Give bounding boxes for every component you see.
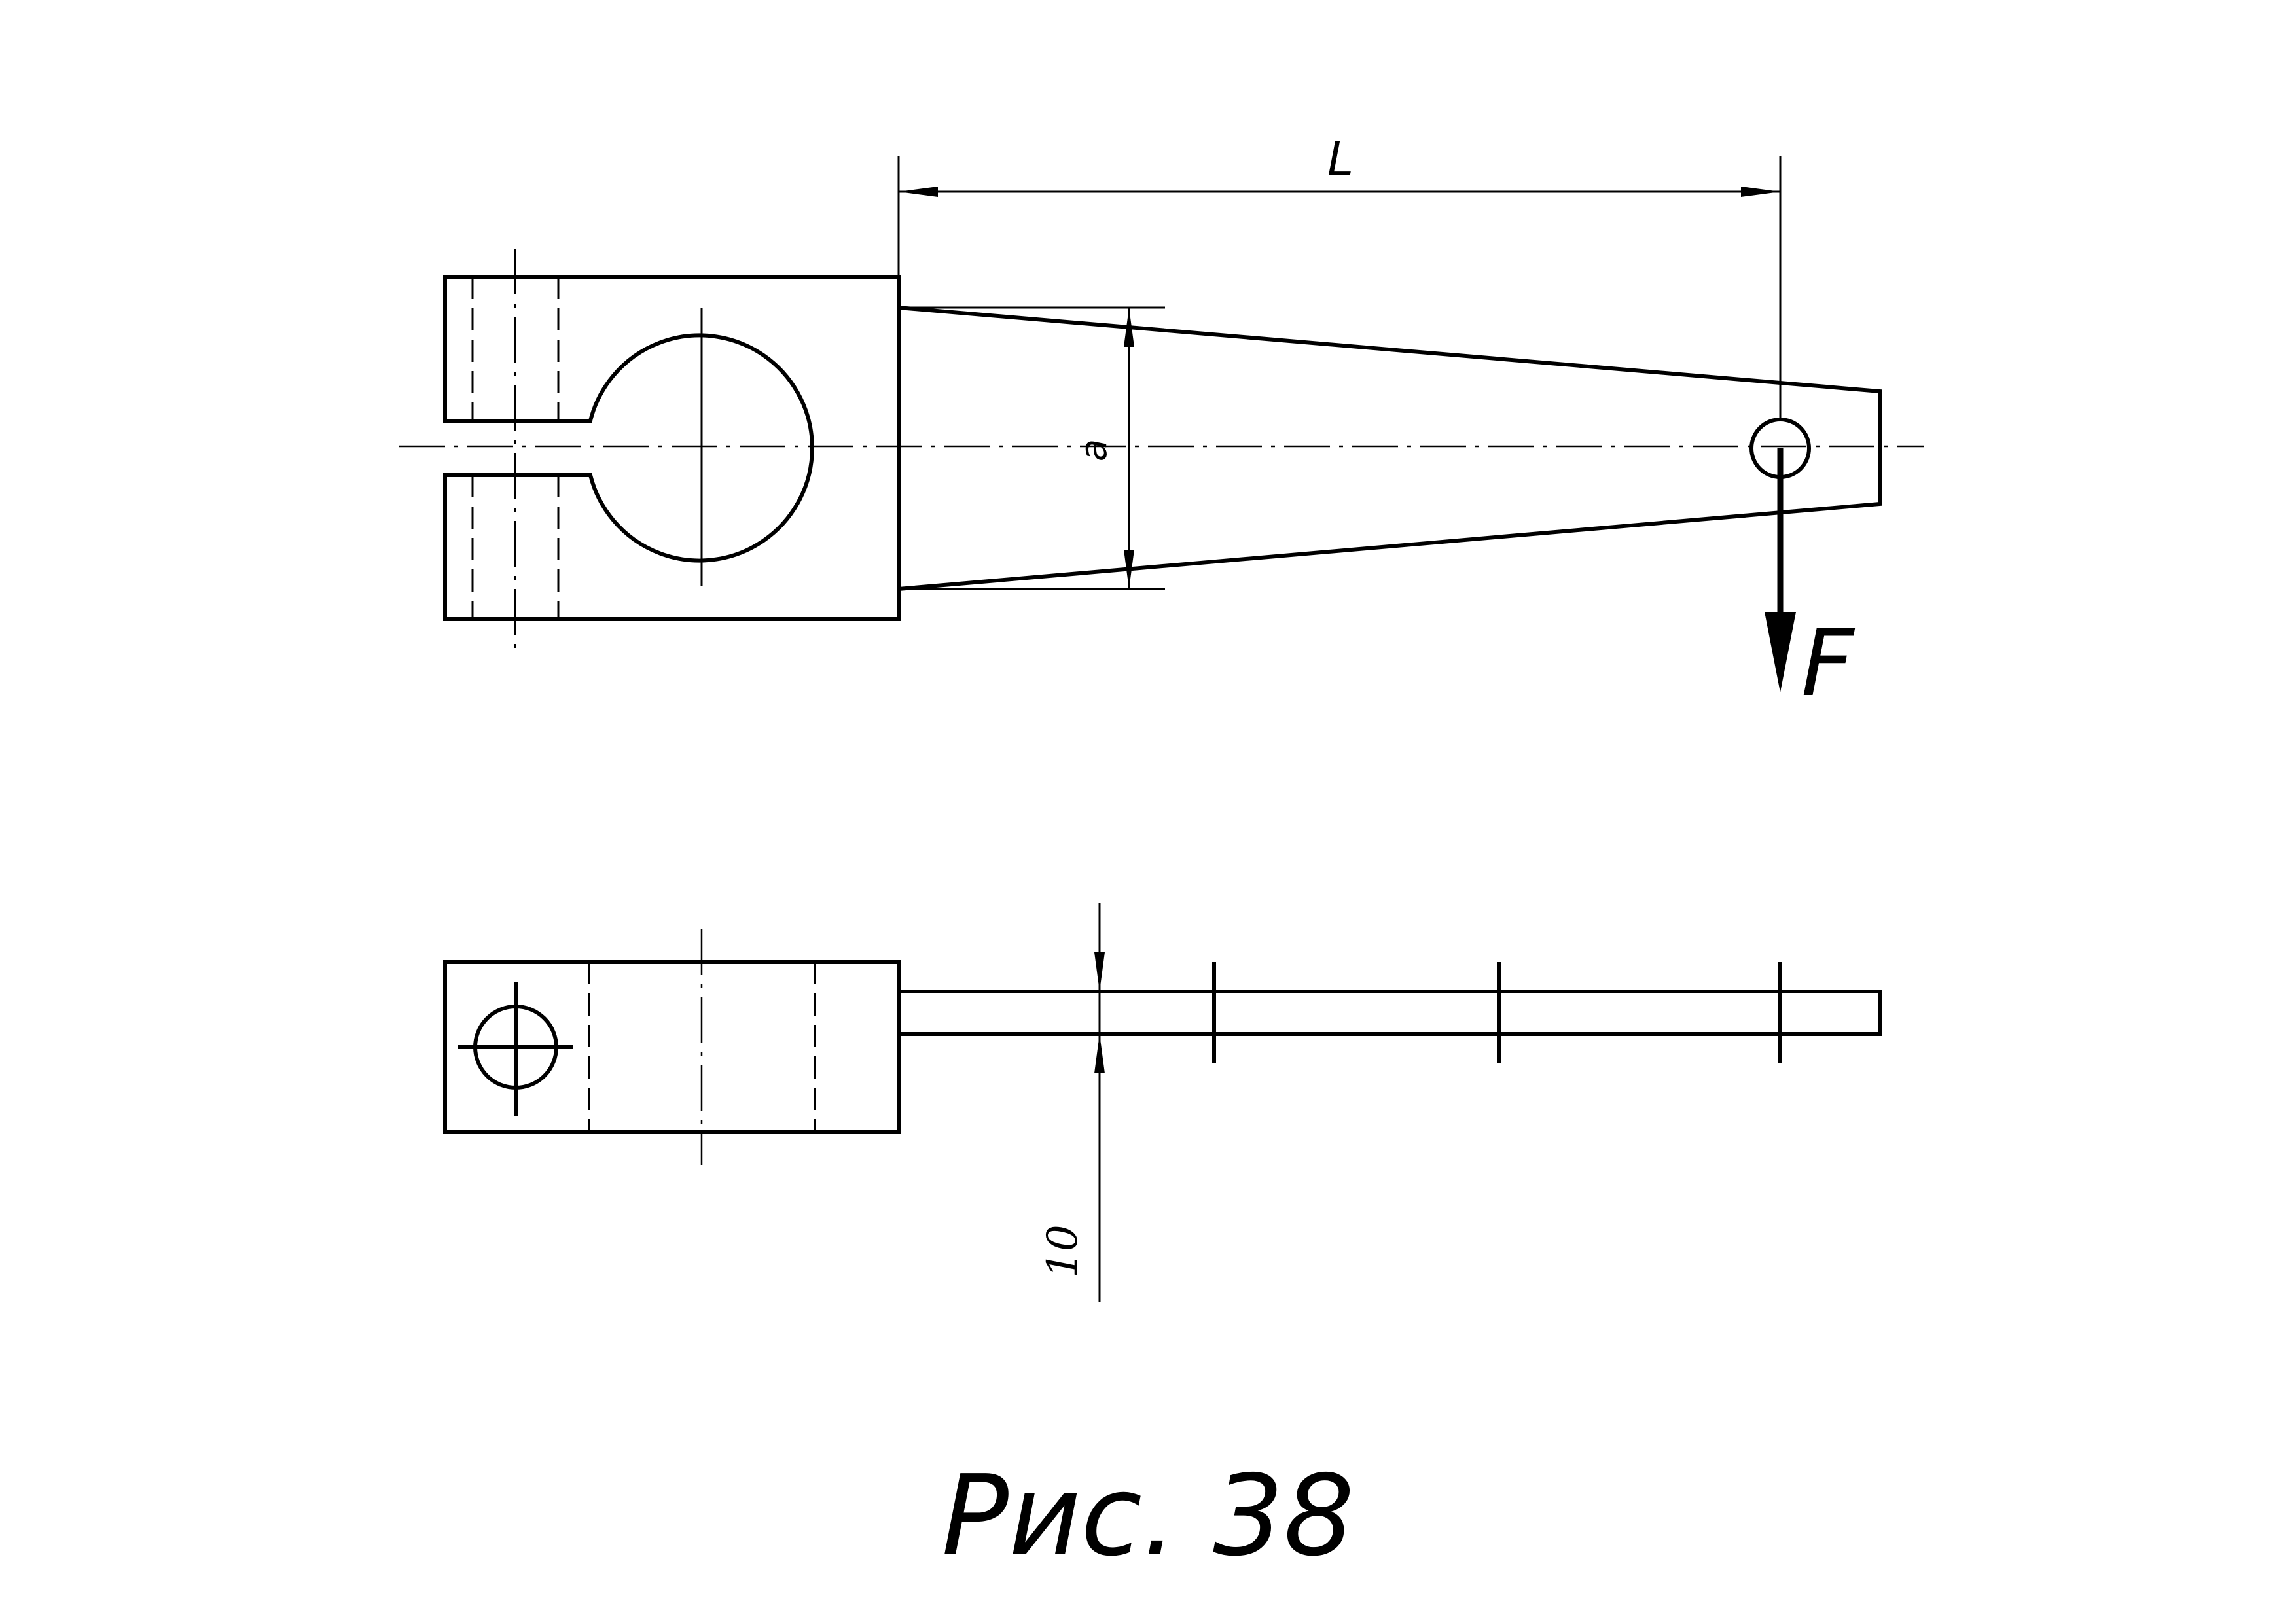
dimension-arrowhead <box>1124 550 1134 589</box>
dimension-arrowhead <box>1094 1034 1105 1073</box>
top-view: a L F <box>399 132 1924 717</box>
lever-arm-side <box>899 990 1882 1036</box>
force-label-F: F <box>1801 611 1856 717</box>
dimension-label-10: 10 <box>1039 1224 1087 1277</box>
dimension-arrowhead <box>1124 308 1134 347</box>
dimension-arrowhead <box>1741 187 1780 197</box>
dimension-arrowhead <box>899 187 938 197</box>
force-arrowhead <box>1765 612 1796 692</box>
dimension-label-a: a <box>1073 439 1115 461</box>
side-view: 10 <box>443 903 1882 1302</box>
dimension-arrowhead <box>1094 952 1105 991</box>
clamp-head-outline <box>443 275 901 621</box>
head-block-side <box>443 960 901 1134</box>
figure-caption: Рис. 38 <box>942 1452 1355 1581</box>
dimension-label-L: L <box>1327 132 1354 187</box>
tapered-lever-arm <box>898 306 1882 591</box>
